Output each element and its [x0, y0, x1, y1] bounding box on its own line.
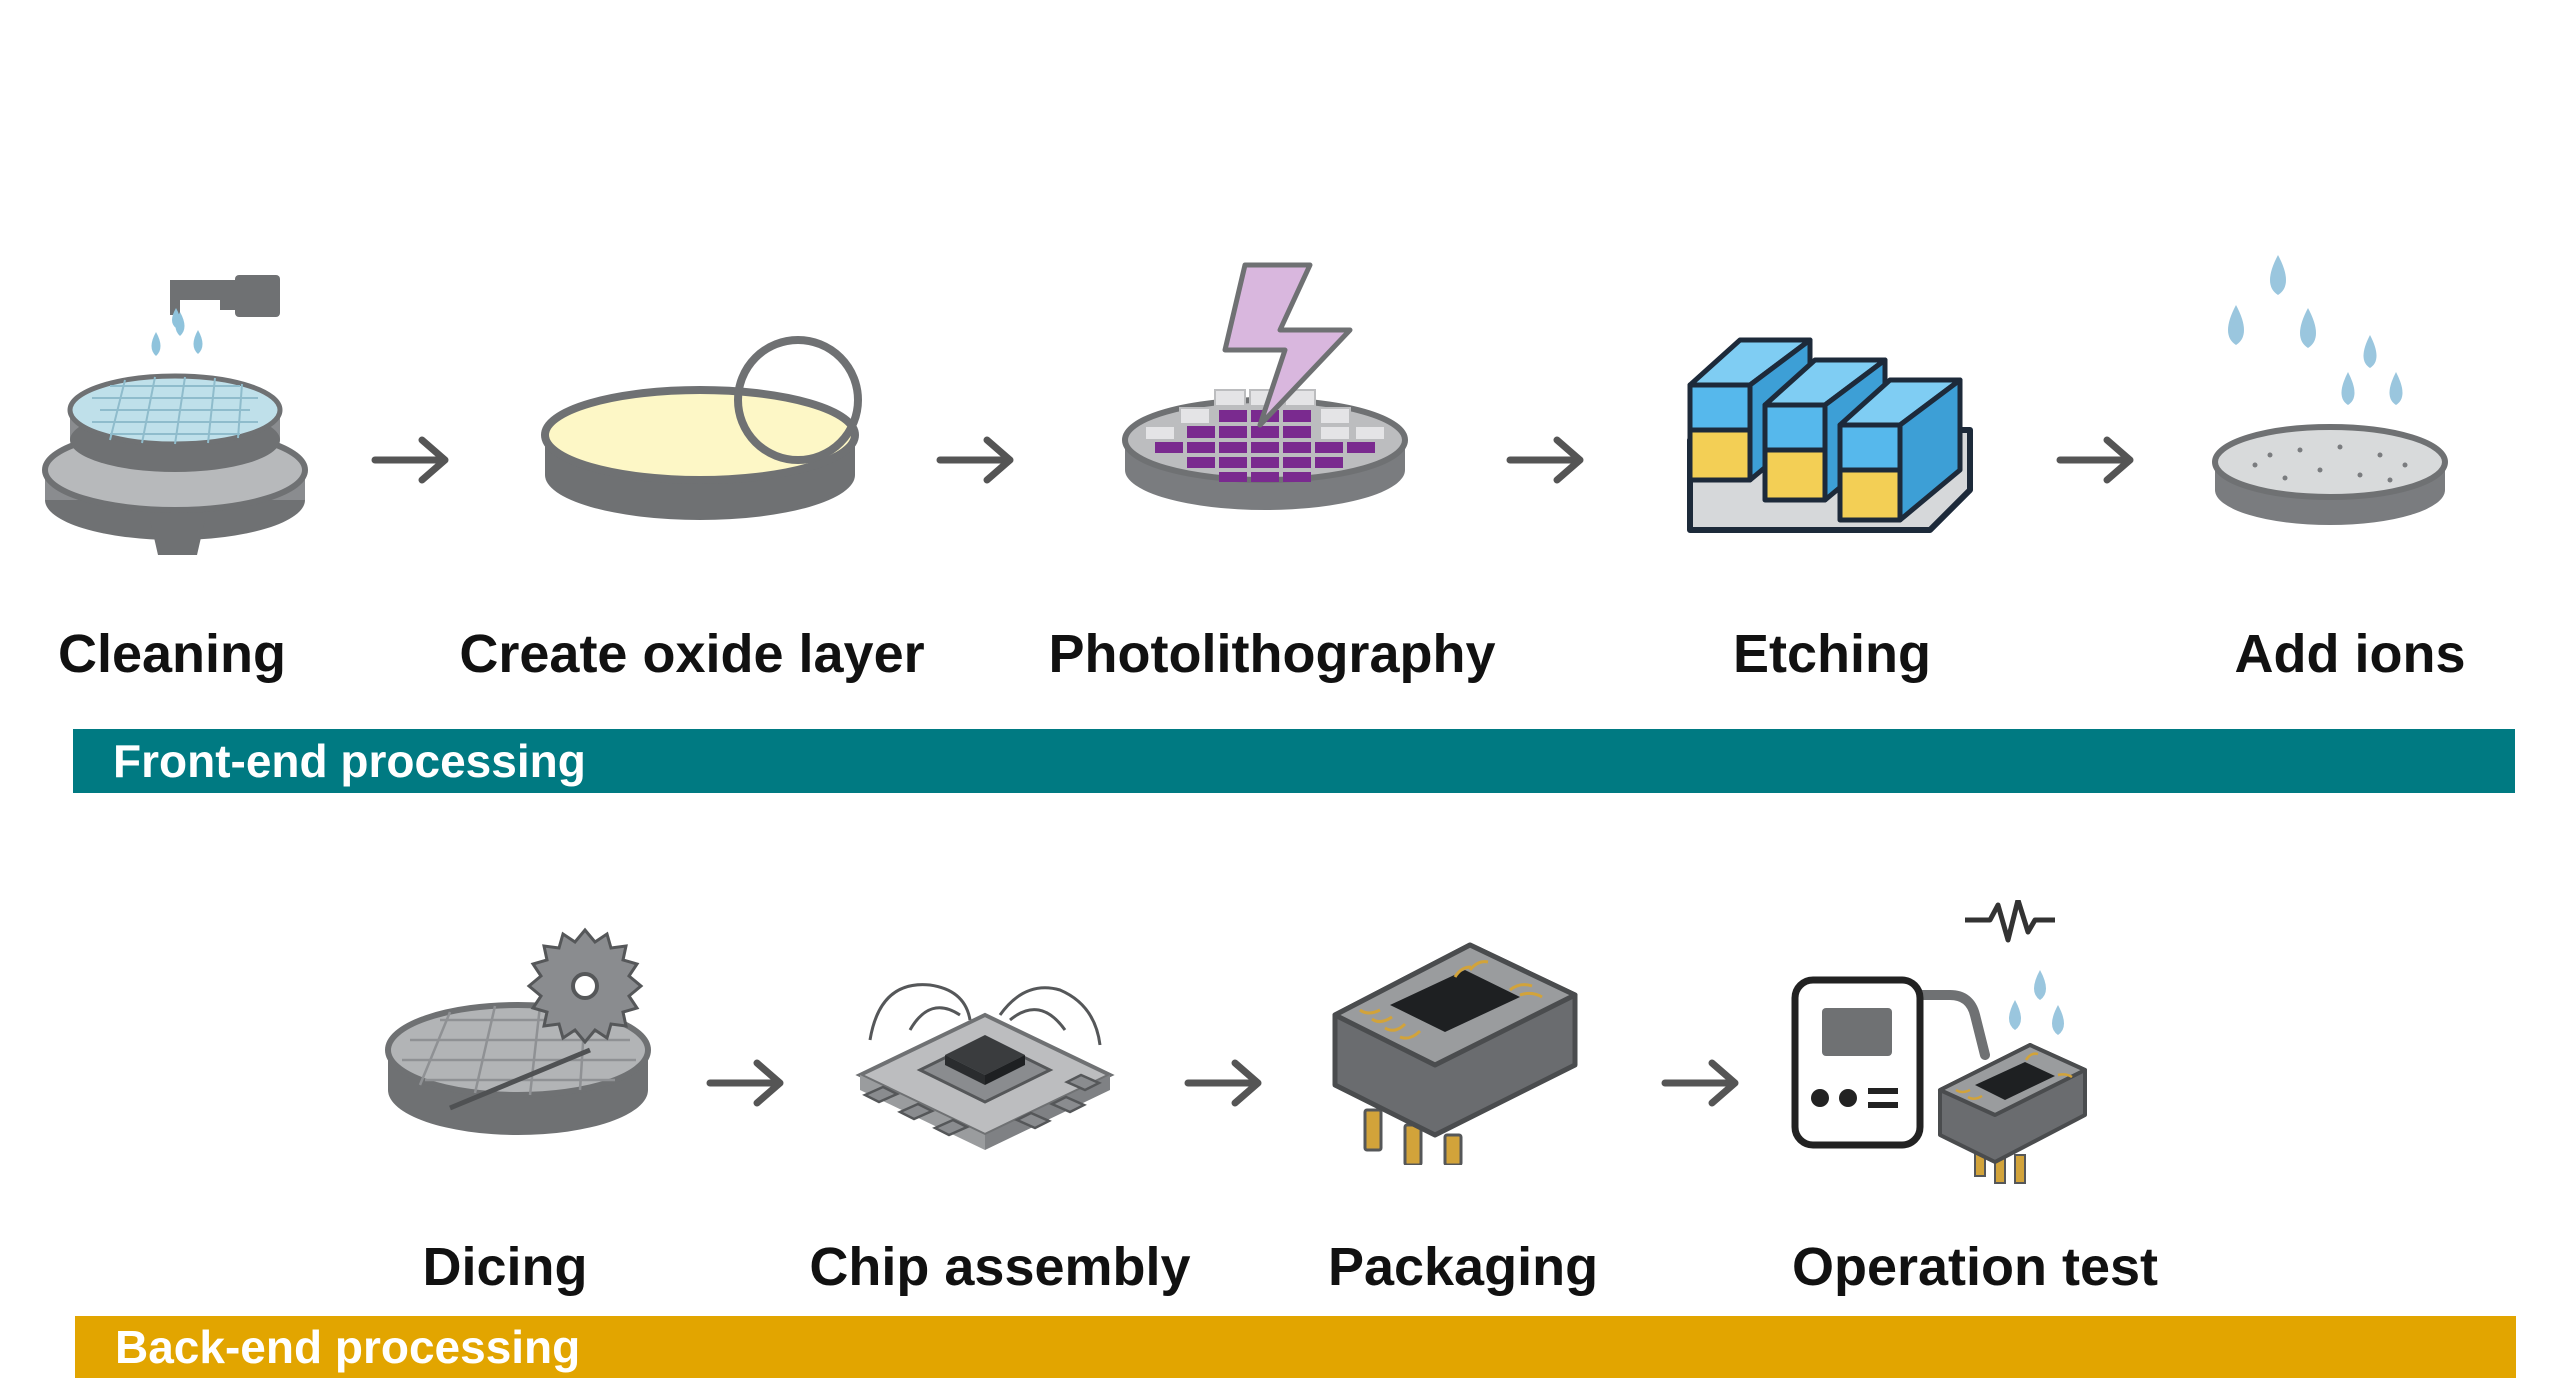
- step-label-cleaning: Cleaning: [57, 624, 287, 684]
- lightning-wafer-icon: [1122, 262, 1408, 510]
- arrow-icon: [1184, 1059, 1262, 1107]
- packaged-chip-icon: [1332, 942, 1578, 1165]
- wafer-rinse-icon: [42, 275, 308, 555]
- arrow-icon: [1661, 1059, 1739, 1107]
- arrow-icon: [2056, 436, 2134, 484]
- step-label-oxide: Create oxide layer: [459, 624, 925, 684]
- etched-layers-icon: [1687, 337, 1973, 533]
- step-label-packaging: Packaging: [1327, 1237, 1599, 1297]
- front-end-band: Front-end processing: [73, 729, 2515, 793]
- arrow-icon: [371, 436, 449, 484]
- arrow-icon: [706, 1059, 784, 1107]
- step-label-photolithography: Photolithography: [1048, 624, 1496, 684]
- saw-wafer-icon: [385, 927, 651, 1135]
- step-label-test: Operation test: [1791, 1237, 2159, 1297]
- back-end-band: Back-end processing: [75, 1316, 2516, 1378]
- arrow-icon: [936, 436, 1014, 484]
- oxide-wafer-icon: [541, 336, 862, 520]
- step-label-etching: Etching: [1733, 624, 1931, 684]
- step-label-assembly: Chip assembly: [809, 1237, 1191, 1297]
- arrow-icon: [1506, 436, 1584, 484]
- step-label-dicing: Dicing: [422, 1237, 588, 1297]
- step-label-ions: Add ions: [2234, 624, 2466, 684]
- ion-drops-wafer-icon: [2212, 255, 2448, 525]
- tester-device-icon: [1791, 900, 2087, 1184]
- wire-bonded-chip-icon: [855, 983, 1115, 1150]
